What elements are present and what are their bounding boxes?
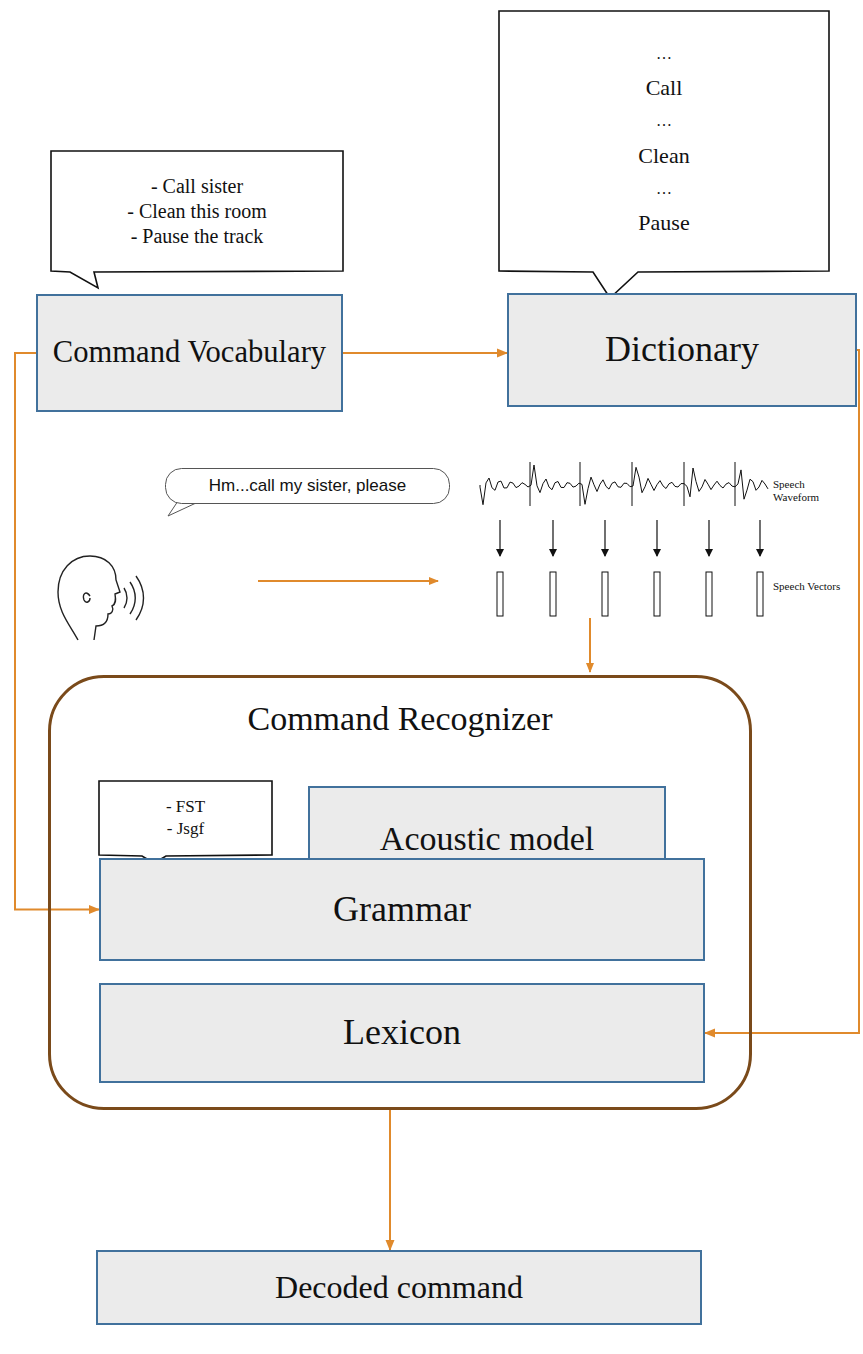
- node-text: Acoustic model: [380, 819, 594, 858]
- node-text: Command Vocabulary: [53, 335, 326, 370]
- node-text: Pause: [638, 203, 689, 242]
- node-text: Clean: [638, 136, 689, 175]
- signal-label: Speech Waveform: [773, 478, 853, 503]
- process-box: Lexicon: [99, 983, 705, 1083]
- speech-waveform: [480, 465, 768, 505]
- node-text: …: [656, 40, 672, 68]
- node-text: - Clean this room: [127, 199, 266, 224]
- node-text: Grammar: [333, 889, 471, 930]
- dictionary-callout: …Call…Clean…Pause: [498, 10, 830, 272]
- callout-outline: [98, 780, 273, 856]
- process-box: Grammar: [99, 858, 705, 961]
- flow-connector: [15, 353, 99, 910]
- signal-label: Speech Vectors: [773, 580, 853, 593]
- speaker-figure: [58, 556, 144, 640]
- container-title: Command Recognizer: [248, 700, 553, 738]
- node-text: …: [656, 175, 672, 203]
- flow-arrow: [258, 580, 438, 582]
- node-text: - Call sister: [151, 174, 243, 199]
- node-text: - Jsgf: [167, 818, 204, 840]
- flow-arrow: [589, 618, 591, 672]
- command-callout: - Call sister- Clean this room- Pause th…: [50, 150, 344, 272]
- node-text: …: [656, 107, 672, 135]
- node-text: - FST: [166, 796, 205, 818]
- process-box: Command Vocabulary: [36, 294, 343, 412]
- node-text: - Pause the track: [131, 224, 264, 249]
- node-text: Hm...call my sister, please: [209, 475, 406, 496]
- node-text: Decoded command: [275, 1269, 523, 1306]
- flow-connector: [389, 1110, 391, 1250]
- frame-arrows: [500, 520, 760, 556]
- node-text: Lexicon: [343, 1012, 461, 1053]
- flow-connector: [343, 352, 507, 354]
- grammar-callout: - FST- Jsgf: [98, 780, 273, 856]
- speech-vectors: [497, 572, 763, 616]
- process-box: Dictionary: [507, 293, 857, 407]
- flow-connector: [705, 350, 859, 1033]
- node-text: Call: [646, 68, 683, 107]
- recognizer-container: Command RecognizerAcoustic model - FST- J…: [48, 675, 752, 1110]
- node-text: Dictionary: [605, 329, 759, 370]
- speech-bubble: Hm...call my sister, please: [165, 468, 450, 504]
- output-box: Decoded command: [96, 1250, 702, 1325]
- frame-ticks: [530, 462, 735, 506]
